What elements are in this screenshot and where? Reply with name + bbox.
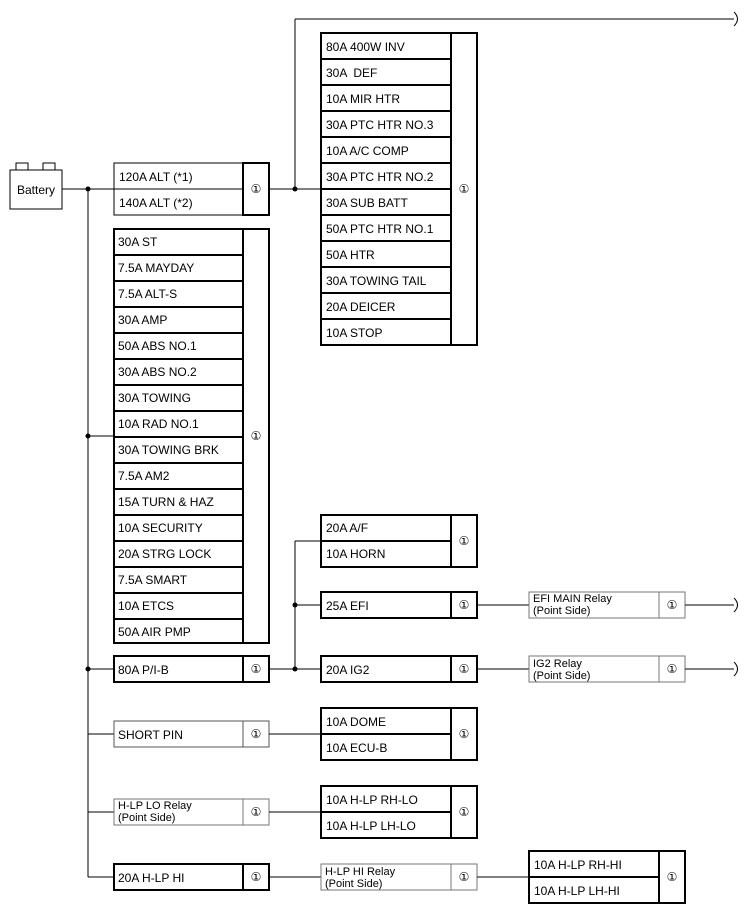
- fuse-label: 50A AIR PMP: [118, 625, 191, 639]
- relay-sub-label: (Point Side): [533, 605, 590, 617]
- circle-1-tag: ①: [459, 727, 470, 741]
- dome-ecub-fuse-group: [320, 707, 478, 761]
- circle-1-tag: ①: [251, 182, 262, 196]
- fuse-label: 30A AMP: [118, 313, 167, 327]
- upper-right-fuse-group: [320, 32, 478, 346]
- main-fuse-group: [113, 228, 270, 644]
- fuse-label: 10A RAD NO.1: [118, 417, 199, 431]
- fuse-label: 25A EFI: [326, 599, 369, 613]
- fuse-label: 10A STOP: [326, 326, 382, 340]
- fuse-label: 10A A/C COMP: [326, 144, 409, 158]
- circle-1-tag: ①: [459, 662, 470, 676]
- fuse-label: 20A H-LP HI: [118, 871, 184, 885]
- fuse-label: 30A TOWING TAIL: [326, 274, 427, 288]
- fuse-label: 7.5A SMART: [118, 573, 188, 587]
- fuse-label: 50A ABS NO.1: [118, 339, 197, 353]
- fuse-label: 30A ST: [118, 235, 158, 249]
- fuse-label: 30A PTC HTR NO.3: [326, 118, 434, 132]
- circle-1-tag: ①: [667, 870, 678, 884]
- fuse-label: 10A H-LP RH-HI: [534, 858, 622, 872]
- fuse-label: 7.5A MAYDAY: [118, 261, 194, 275]
- circle-1-tag: ①: [251, 727, 262, 741]
- fuse-label: 15A TURN & HAZ: [118, 495, 214, 509]
- circle-1-tag: ①: [459, 598, 470, 612]
- relay-label: H-LP HI Relay: [325, 866, 396, 878]
- fuse-label: 30A TOWING BRK: [118, 443, 219, 457]
- circle-1-tag: ①: [251, 662, 262, 676]
- fuse-label: 140A ALT (*2): [119, 196, 193, 210]
- circle-1-tag: ①: [459, 534, 470, 548]
- fuse-label: 10A ECU-B: [326, 741, 387, 755]
- fuse-label: 10A MIR HTR: [326, 92, 400, 106]
- short-pin-label: SHORT PIN: [118, 728, 183, 742]
- fuse-label: 80A P/I-B: [118, 663, 169, 677]
- relay-sub-label: (Point Side): [533, 670, 590, 682]
- relay-sub-label: (Point Side): [118, 812, 175, 824]
- fuse-label: 7.5A AM2: [118, 469, 170, 483]
- fuse-label: 20A A/F: [326, 521, 368, 535]
- hlp-lo-fuse-group: [320, 785, 478, 839]
- circle-1-tag: ①: [667, 598, 678, 612]
- fuse-label: 20A STRG LOCK: [118, 547, 211, 561]
- battery-label: Battery: [17, 183, 55, 197]
- fuse-label: 80A 400W INV: [326, 40, 405, 54]
- fuse-label: 10A H-LP LH-HI: [534, 884, 620, 898]
- circle-1-tag: ①: [251, 870, 262, 884]
- circle-1-tag: ①: [667, 662, 678, 676]
- circle-1-tag: ①: [459, 805, 470, 819]
- fuse-label: 120A ALT (*1): [119, 170, 193, 184]
- relay-sub-label: (Point Side): [325, 878, 382, 890]
- fuse-label: 20A DEICER: [326, 300, 396, 314]
- fuse-label: 50A HTR: [326, 248, 375, 262]
- fuse-label: 7.5A ALT-S: [118, 287, 177, 301]
- fuse-label: 10A H-LP LH-LO: [326, 819, 416, 833]
- fuse-label: 10A HORN: [326, 547, 385, 561]
- fuse-label: 30A DEF: [326, 66, 377, 80]
- fuse-label: 10A ETCS: [118, 599, 174, 613]
- hlp-hi-fuse-group: [528, 850, 686, 904]
- fuse-label: 20A IG2: [326, 663, 370, 677]
- junction-dots: [85, 186, 298, 672]
- circle-1-tag: ①: [251, 805, 262, 819]
- fuse-label: 30A ABS NO.2: [118, 365, 197, 379]
- fuse-label: 10A SECURITY: [118, 521, 203, 535]
- relay-label: EFI MAIN Relay: [533, 593, 612, 605]
- af-horn-fuse-group: [320, 514, 478, 568]
- circle-1-tag: ①: [459, 870, 470, 884]
- fuse-label: 30A PTC HTR NO.2: [326, 170, 434, 184]
- relay-label: H-LP LO Relay: [118, 800, 192, 812]
- fuse-label: 10A H-LP RH-LO: [326, 793, 418, 807]
- relay-label: IG2 Relay: [533, 658, 582, 670]
- fuse-label: 50A PTC HTR NO.1: [326, 222, 434, 236]
- fuse-label: 30A TOWING: [118, 391, 191, 405]
- circle-1-tag: ①: [251, 429, 262, 443]
- circle-1-tag: ①: [459, 182, 470, 196]
- fuse-label: 10A DOME: [326, 715, 386, 729]
- fuse-label: 30A SUB BATT: [326, 196, 408, 210]
